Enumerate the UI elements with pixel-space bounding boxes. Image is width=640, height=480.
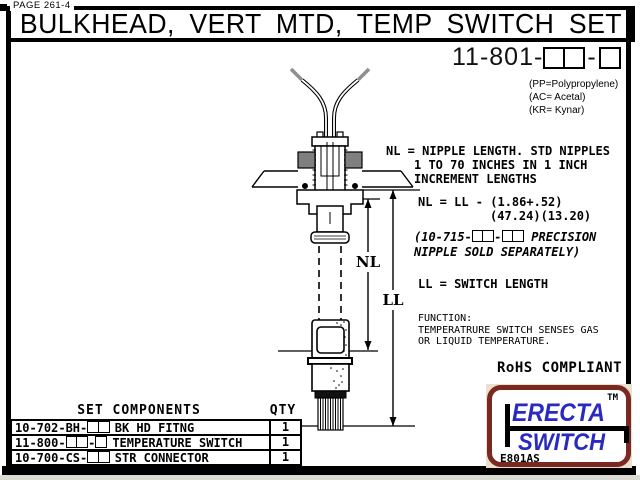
logo-word-switch: SWITCH: [518, 429, 606, 456]
component-code: 11-800-: [15, 436, 66, 450]
blank-box: [563, 46, 586, 69]
connector-flange: [310, 231, 350, 244]
stipple-dots: [330, 367, 344, 389]
blank-box: [95, 436, 108, 448]
nipple-length-note: NL = NIPPLE LENGTH. STD NIPPLES 1 TO 70 …: [386, 144, 610, 186]
component-code: 10-700-CS-: [15, 451, 88, 465]
page-border-bottom: [2, 466, 636, 475]
temperature-switch: [307, 319, 353, 431]
nl-formula: NL = LL - (1.86+.52) (47.24)(13.20): [418, 195, 592, 223]
material-ac: (AC= Acetal): [529, 92, 586, 103]
material-pp: (PP=Polypropylene): [529, 79, 619, 90]
ll-dimension-line: [389, 190, 397, 426]
ll-dimension-label: LL: [380, 291, 406, 309]
erecta-switch-logo: TM ERECTA SWITCH E801AS: [486, 384, 632, 468]
table-header-qty: QTY: [269, 403, 297, 418]
blank-box: [543, 46, 566, 69]
probe-ribs: [320, 398, 341, 430]
blank-box: [512, 230, 525, 242]
table-header-components: SET COMPONENTS: [77, 403, 201, 418]
logo-bracket-horizontal: [505, 426, 629, 431]
blank-box: [97, 421, 110, 433]
components-table: 10-702-BH- BK HD FITNG 1 11-800- - TEMPERAT…: [10, 419, 302, 466]
table-row: 11-800- - TEMPERATURE SWITCH 1: [12, 434, 300, 449]
table-row: 10-700-CS- STR CONNECTOR 1: [12, 449, 300, 464]
page-number-label: PAGE 261-4: [10, 0, 74, 11]
logo-frame: TM ERECTA SWITCH E801AS: [487, 385, 631, 467]
trademark-symbol: TM: [607, 393, 618, 403]
blank-box: [598, 46, 621, 69]
material-kr: (KR= Kynar): [529, 105, 585, 116]
blank-box: [97, 451, 110, 463]
component-qty: 1: [281, 420, 290, 434]
lower-hex-body: [296, 189, 364, 244]
blank-box: [76, 436, 89, 448]
stipple-dots: [336, 321, 347, 356]
technical-diagram: [251, 67, 420, 431]
mounting-panel: [251, 170, 414, 189]
table-header: SET COMPONENTS QTY: [10, 403, 298, 418]
lead-wires: [289, 67, 371, 142]
page-border-left: [6, 6, 11, 474]
nipple-dashed-outline: [318, 246, 342, 320]
blank-box: [482, 230, 495, 242]
table-row: 10-702-BH- BK HD FITNG 1: [12, 421, 300, 434]
logo-bracket-vertical: [505, 404, 510, 447]
seal-dot: [302, 182, 309, 189]
component-name: TEMPERATURE SWITCH: [112, 436, 243, 450]
component-code-sep: -: [88, 436, 96, 450]
logo-word-erecta: ERECTA: [512, 399, 605, 427]
seal-dot: [352, 182, 359, 189]
switch-collar: [307, 357, 353, 365]
corner-mark: [0, 4, 7, 11]
page-title: BULKHEAD, VERT MTD, TEMP SWITCH SET: [19, 8, 622, 39]
component-name: STR CONNECTOR: [114, 451, 209, 465]
precision-nipple-note: (10-715-- PRECISION NIPPLE SOLD SEPARATE…: [414, 230, 597, 259]
hex-nut-left: [297, 151, 316, 169]
part-number: 11-801- -: [452, 43, 621, 72]
switch-length-note: LL = SWITCH LENGTH: [418, 277, 549, 291]
component-name: BK HD FITNG: [114, 421, 195, 435]
part-number-prefix: 11-801-: [452, 43, 544, 71]
probe-hex-band: [314, 390, 347, 399]
logo-drawing-code: E801AS: [500, 452, 540, 465]
nl-dimension-label: NL: [355, 253, 381, 271]
page-border-right: [626, 6, 631, 474]
function-note: FUNCTION: TEMPERATRURE SWITCH SENSES GAS…: [418, 313, 599, 347]
logo-bracket-drop: [624, 426, 629, 443]
scan-edge: [0, 475, 640, 480]
part-number-separator: -: [587, 43, 597, 71]
component-qty: 1: [281, 450, 290, 464]
component-qty: 1: [281, 435, 290, 449]
title-box: BULKHEAD, VERT MTD, TEMP SWITCH SET: [6, 6, 635, 42]
component-code: 10-702-BH-: [15, 421, 88, 435]
switch-window: [316, 326, 345, 354]
nl-dimension-line: [364, 199, 372, 350]
material-key: (PP=Polypropylene) (AC= Acetal) (KR= Kyn…: [529, 78, 618, 117]
bulkhead-fitting: [297, 131, 363, 204]
hex-nut-right: [344, 151, 363, 169]
rohs-compliant-label: RoHS COMPLIANT: [497, 360, 623, 376]
